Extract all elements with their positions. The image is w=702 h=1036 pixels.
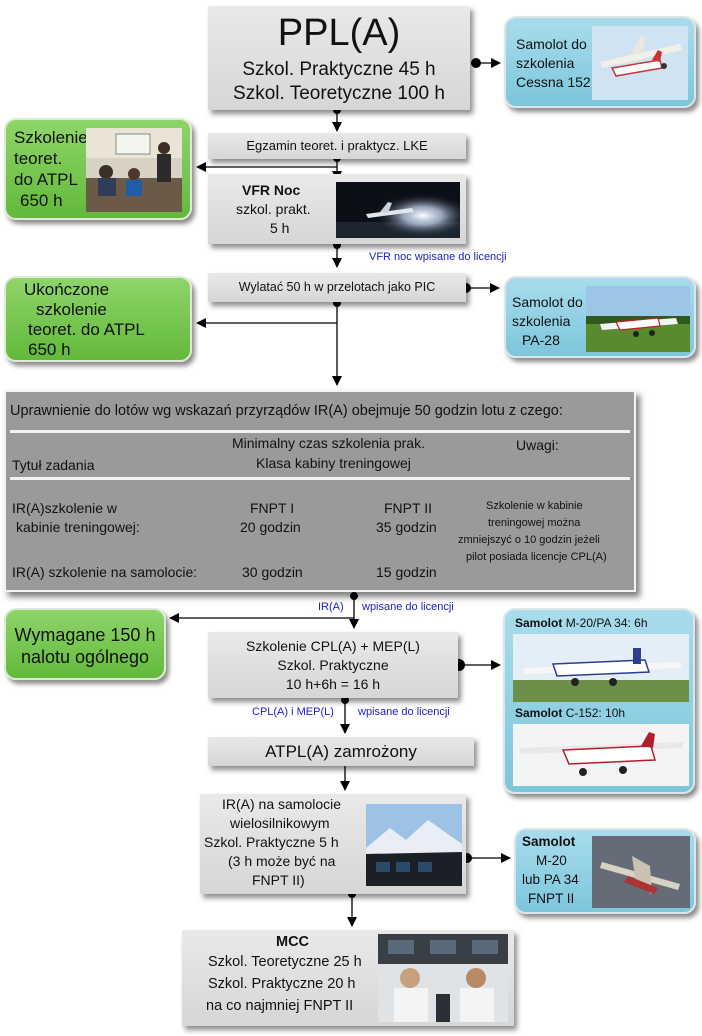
cessna-aircraft-box: Samolot do szkolenia Cessna 152 bbox=[504, 16, 696, 108]
simulator-photo bbox=[366, 804, 462, 886]
ir-col-task: Tytuł zadania bbox=[12, 457, 95, 473]
ir-row1-task-a: IR(A)szkolenie w bbox=[12, 500, 118, 516]
ir-note-label: IR(A) bbox=[318, 601, 344, 613]
vfr-night-box: VFR Noc szkol. prakt. 5 h bbox=[208, 174, 466, 244]
atpl-theory-1-line3: do ATPL bbox=[14, 170, 78, 189]
vfr-night-note: VFR noc wpisane do licencji bbox=[369, 251, 507, 263]
c152-photo bbox=[513, 724, 689, 786]
total-flight-line2: nalotu ogólnego bbox=[20, 647, 150, 667]
atpl-frozen-box: ATPL(A) zamrożony bbox=[208, 737, 474, 766]
atpl-theory-1-line1: Szkolenie bbox=[14, 128, 88, 147]
cpl-note-licence: wpisane do licencji bbox=[358, 706, 450, 718]
cessna-label-2: szkolenia bbox=[516, 55, 575, 71]
m20-aircraft-box: Samolot M-20 lub PA 34 FNPT II bbox=[514, 828, 696, 914]
mcc-line3: na co najmniej FNPT II bbox=[206, 998, 354, 1014]
ir-note-4: pilot posiada licencje CPL(A) bbox=[466, 551, 607, 563]
ppl-theory: Szkol. Teoretyczne 100 h bbox=[233, 83, 445, 104]
m20-inflight-photo bbox=[592, 836, 690, 908]
m20-label-4: FNPT II bbox=[528, 891, 575, 906]
cross-country-text: Wylatać 50 h w przelotach jako PIC bbox=[238, 280, 436, 294]
atpl-theory-1-line4: 650 h bbox=[20, 191, 63, 210]
mcc-line1: Szkol. Teoretyczne 25 h bbox=[208, 954, 362, 970]
cpl-mep-box: Szkolenie CPL(A) + MEP(L) Szkol. Praktyc… bbox=[208, 632, 458, 698]
ir-note-1: Szkolenie w kabinie bbox=[486, 500, 583, 512]
cessna-photo bbox=[592, 26, 688, 100]
ir-row2-task: IR(A) szkolenie na samolocie: bbox=[12, 564, 198, 580]
ppl-box: PPL(A) Szkol. Praktyczne 45 h Szkol. Teo… bbox=[208, 6, 470, 110]
ppl-practical: Szkol. Praktyczne 45 h bbox=[242, 59, 436, 80]
ir-multi-line3: Szkol. Praktyczne 5 h bbox=[204, 834, 339, 850]
atpl-theory-1-line2: teoret. bbox=[14, 149, 63, 168]
cessna-label-1: Samolot do bbox=[516, 36, 587, 52]
total-flight-line1: Wymagane 150 h bbox=[14, 625, 156, 645]
ir-col-class: Klasa kabiny treningowej bbox=[256, 455, 411, 471]
ir-row2-fnpt2: 15 godzin bbox=[376, 564, 437, 580]
atpl-frozen-text: ATPL(A) zamrożony bbox=[265, 742, 417, 761]
ir-fnpt1: FNPT I bbox=[250, 500, 295, 516]
classroom-photo bbox=[86, 128, 182, 212]
pa28-aircraft-box: Samolot do szkolenia PA-28 bbox=[504, 276, 696, 358]
atpl-theory-box-1: Szkolenie teoret. do ATPL 650 h bbox=[4, 118, 192, 220]
cpl-aircraft-label-2-rest: C-152: 10h bbox=[565, 706, 626, 720]
ir-col-min: Minimalny czas szkolenia prak. bbox=[232, 435, 425, 451]
m20-label-1: Samolot bbox=[522, 834, 576, 849]
exam-box: Egzamin teoret. i praktycz. LKE bbox=[208, 133, 466, 159]
ppl-title: PPL(A) bbox=[277, 12, 401, 54]
atpl-theory-2-line1: Ukończone bbox=[24, 280, 110, 299]
m20-pa34-photo bbox=[513, 634, 689, 702]
ir-multi-line2: wielosilnikowym bbox=[230, 815, 330, 831]
atpl-theory-2-line3: teoret. do ATPL bbox=[28, 320, 145, 339]
mcc-line2: Szkol. Praktyczne 20 h bbox=[208, 976, 356, 992]
vfr-night-line1: szkol. prakt. bbox=[236, 201, 311, 217]
vfr-night-line2: 5 h bbox=[270, 220, 290, 236]
ir-note-licence: wpisane do licencji bbox=[362, 601, 454, 613]
cpl-mep-line1: Szkolenie CPL(A) + MEP(L) bbox=[246, 638, 420, 654]
cpl-aircraft-label-1-bold: Samolot bbox=[515, 616, 563, 630]
pa28-photo bbox=[586, 286, 690, 352]
atpl-theory-2-line4: 650 h bbox=[28, 340, 71, 359]
m20-label-3: lub PA 34 bbox=[522, 872, 579, 887]
cross-country-box: Wylatać 50 h w przelotach jako PIC bbox=[208, 273, 466, 302]
ir-heading: Uprawnienie do lotów wg wskazań przyrząd… bbox=[10, 403, 563, 419]
cpl-mep-line2: Szkol. Praktyczne bbox=[277, 657, 389, 673]
ir-fnpt2: FNPT II bbox=[384, 500, 432, 516]
cpl-aircraft-box: Samolot M-20/PA 34: 6h Samolot C-152: 10… bbox=[503, 608, 695, 794]
cpl-aircraft-label-1-rest: M-20/PA 34: 6h bbox=[565, 616, 648, 630]
cpl-aircraft-label-2: Samolot C-152: 10h bbox=[515, 706, 625, 720]
atpl-theory-box-2: Ukończone szkolenie teoret. do ATPL 650 … bbox=[4, 276, 192, 362]
vfr-night-title: VFR Noc bbox=[242, 182, 301, 198]
ir-requirements-box: Uprawnienie do lotów wg wskazań przyrząd… bbox=[4, 390, 636, 592]
total-flight-box: Wymagane 150 h nalotu ogólnego bbox=[4, 608, 166, 680]
ir-col-notes: Uwagi: bbox=[516, 437, 559, 453]
ir-row1-task-b: kabinie treningowej: bbox=[16, 519, 140, 535]
cpl-aircraft-label-1: Samolot M-20/PA 34: 6h bbox=[515, 616, 648, 630]
cpl-aircraft-label-2-bold: Samolot bbox=[515, 706, 563, 720]
mcc-title: MCC bbox=[276, 934, 310, 950]
ir-note-3: zmniejszyć o 10 godzin jeżeli bbox=[458, 534, 600, 546]
mcc-box: MCC Szkol. Teoretyczne 25 h Szkol. Prakt… bbox=[182, 930, 514, 1026]
pa28-label-3: PA-28 bbox=[522, 332, 560, 348]
atpl-theory-2-line2: szkolenie bbox=[36, 300, 107, 319]
night-flight-photo bbox=[336, 182, 460, 238]
cockpit-crew-photo bbox=[378, 934, 508, 1022]
ir-multi-line4: (3 h może być na bbox=[228, 853, 336, 869]
ir-row2-fnpt1: 30 godzin bbox=[242, 564, 303, 580]
ir-note-2: treningowej można bbox=[488, 517, 581, 529]
ir-fnpt1-hours: 20 godzin bbox=[240, 519, 301, 535]
pa28-label-2: szkolenia bbox=[512, 313, 571, 329]
cpl-mep-line3: 10 h+6h = 16 h bbox=[285, 676, 381, 692]
cessna-label-3: Cessna 152 bbox=[516, 74, 591, 90]
exam-text: Egzamin teoret. i praktycz. LKE bbox=[246, 138, 428, 153]
ir-multi-line5: FNPT II) bbox=[252, 872, 305, 888]
cpl-note-label: CPL(A) i MEP(L) bbox=[252, 706, 334, 718]
pa28-label-1: Samolot do bbox=[512, 294, 583, 310]
m20-label-2: M-20 bbox=[536, 853, 567, 868]
ir-multi-line1: IR(A) na samolocie bbox=[222, 796, 342, 812]
ir-multi-engine-box: IR(A) na samolocie wielosilnikowym Szkol… bbox=[200, 794, 466, 894]
ir-fnpt2-hours: 35 godzin bbox=[376, 519, 437, 535]
